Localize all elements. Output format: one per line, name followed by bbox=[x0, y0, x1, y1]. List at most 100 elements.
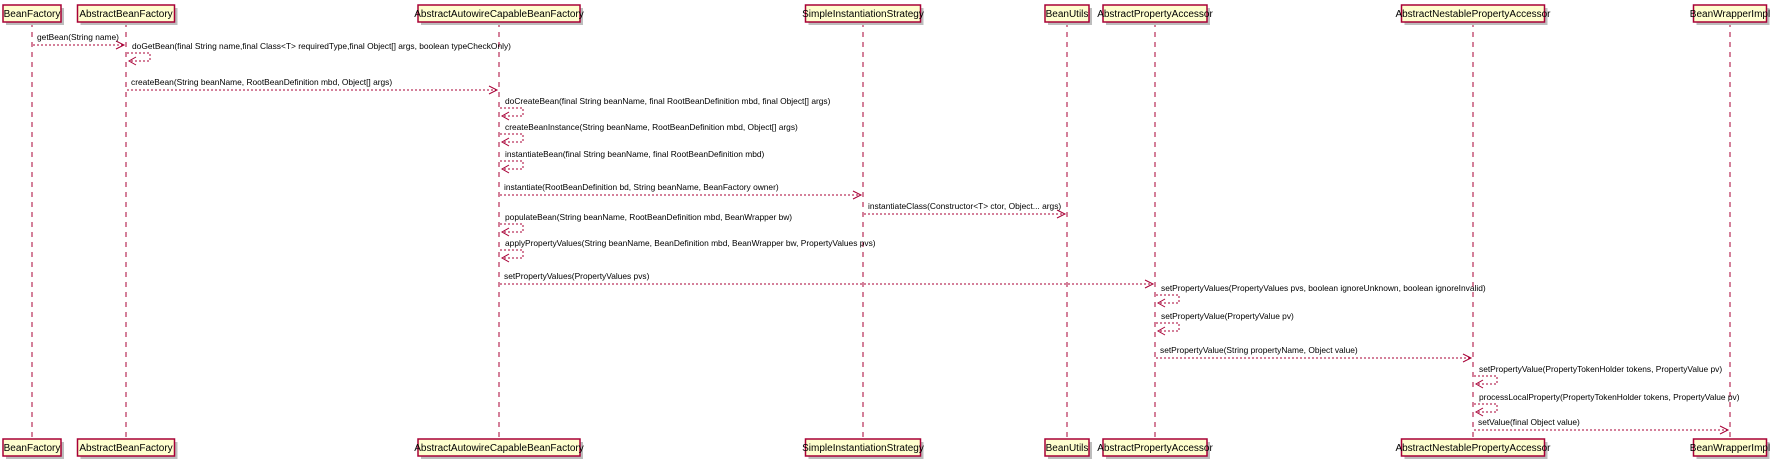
participant-box bbox=[1400, 438, 1546, 457]
participants-top: BeanFactory AbstractBeanFactory AbstractAu… bbox=[2, 4, 1770, 25]
participant-label: AbstractNestablePropertyAccessor bbox=[1395, 443, 1551, 454]
participant-abstractbeanfactory-top: AbstractBeanFactory bbox=[76, 4, 178, 25]
participant-label: AbstractPropertyAccessor bbox=[1097, 443, 1213, 454]
message-label: applyPropertyValues(String beanName, Bea… bbox=[505, 238, 876, 248]
participant-label: BeanFactory bbox=[4, 9, 61, 20]
participant-label: AbstractAutowireCapableBeanFactory bbox=[414, 443, 584, 454]
participant-box bbox=[76, 438, 176, 457]
message-12: setPropertyValue(PropertyValue pv) bbox=[1156, 311, 1294, 336]
message-6: instantiate(RootBeanDefinition bd, Strin… bbox=[500, 182, 863, 200]
participant-label: BeanUtils bbox=[1046, 9, 1089, 20]
participant-label: SimpleInstantiationStrategy bbox=[802, 443, 924, 454]
message-1: doGetBean(final String name,final Class<… bbox=[127, 41, 511, 66]
message-label: setPropertyValue(PropertyValue pv) bbox=[1161, 311, 1294, 321]
message-label: instantiate(RootBeanDefinition bd, Strin… bbox=[504, 182, 779, 192]
participant-abstractpropertyaccessor-bottom: AbstractPropertyAccessor bbox=[1097, 438, 1213, 459]
message-14: setPropertyValue(PropertyTokenHolder tok… bbox=[1474, 364, 1722, 389]
participant-beanwrapperimpl-top: BeanWrapperImpl bbox=[1690, 4, 1770, 25]
participant-beanutils-bottom: BeanUtils bbox=[1044, 438, 1092, 459]
message-label: setPropertyValues(PropertyValues pvs, bo… bbox=[1161, 283, 1486, 293]
arrow-head bbox=[1462, 353, 1473, 363]
participant-box bbox=[1692, 438, 1768, 457]
participant-box bbox=[1102, 4, 1208, 23]
participant-abstractbeanfactory-bottom: AbstractBeanFactory bbox=[76, 438, 178, 459]
message-label: setPropertyValues(PropertyValues pvs) bbox=[504, 271, 650, 281]
message-8: populateBean(String beanName, RootBeanDe… bbox=[500, 212, 792, 237]
self-message-line bbox=[127, 52, 151, 62]
self-message-line bbox=[500, 223, 524, 233]
participant-abstractautowire-top: AbstractAutowireCapableBeanFactory bbox=[414, 4, 584, 25]
participant-label: AbstractBeanFactory bbox=[79, 9, 172, 20]
message-5: instantiateBean(final String beanName, f… bbox=[500, 149, 765, 174]
message-label: setValue(final Object value) bbox=[1478, 417, 1580, 427]
participant-box bbox=[804, 438, 922, 457]
message-label: getBean(String name) bbox=[37, 32, 119, 42]
arrow-head bbox=[500, 164, 510, 174]
arrow-head bbox=[500, 227, 510, 237]
arrow-head bbox=[852, 190, 863, 200]
self-message-line bbox=[500, 160, 524, 170]
participant-label: BeanFactory bbox=[4, 443, 61, 454]
message-16: setValue(final Object value) bbox=[1474, 417, 1730, 435]
self-message-line bbox=[1156, 322, 1180, 332]
message-2: createBean(String beanName, RootBeanDefi… bbox=[127, 77, 499, 95]
arrow-head bbox=[488, 85, 499, 95]
arrow-head bbox=[1156, 298, 1166, 308]
arrow-head bbox=[1156, 326, 1166, 336]
message-4: createBeanInstance(String beanName, Root… bbox=[500, 122, 798, 147]
participant-abstractpropertyaccessor-top: AbstractPropertyAccessor bbox=[1097, 4, 1213, 25]
message-label: doGetBean(final String name,final Class<… bbox=[132, 41, 511, 51]
self-message-line bbox=[500, 133, 524, 143]
message-11: setPropertyValues(PropertyValues pvs, bo… bbox=[1156, 283, 1486, 308]
arrow-head bbox=[115, 40, 126, 50]
participant-box bbox=[804, 4, 922, 23]
arrow-head bbox=[1056, 209, 1067, 219]
participant-label: BeanWrapperImpl bbox=[1690, 9, 1770, 20]
participant-beanfactory-top: BeanFactory bbox=[2, 4, 64, 25]
arrow-head bbox=[1474, 379, 1484, 389]
participant-abstractnestable-top: AbstractNestablePropertyAccessor bbox=[1395, 4, 1551, 25]
message-7: instantiateClass(Constructor<T> ctor, Ob… bbox=[864, 201, 1067, 219]
self-message-line bbox=[500, 107, 524, 117]
participant-beanwrapperimpl-bottom: BeanWrapperImpl bbox=[1690, 438, 1770, 459]
participant-box bbox=[1044, 438, 1090, 457]
participant-label: BeanWrapperImpl bbox=[1690, 443, 1770, 454]
message-label: populateBean(String beanName, RootBeanDe… bbox=[505, 212, 792, 222]
self-message-line bbox=[500, 249, 524, 259]
message-3: doCreateBean(final String beanName, fina… bbox=[500, 96, 831, 121]
self-message-line bbox=[1474, 403, 1498, 413]
arrow-head bbox=[500, 111, 510, 121]
arrow-head bbox=[500, 137, 510, 147]
participant-label: SimpleInstantiationStrategy bbox=[802, 9, 924, 20]
message-label: instantiateBean(final String beanName, f… bbox=[505, 149, 765, 159]
arrow-head bbox=[1474, 407, 1484, 417]
participant-label: AbstractAutowireCapableBeanFactory bbox=[414, 9, 584, 20]
participant-box bbox=[417, 438, 581, 457]
participant-beanfactory-bottom: BeanFactory bbox=[2, 438, 64, 459]
self-message-line bbox=[1474, 375, 1498, 385]
message-10: setPropertyValues(PropertyValues pvs) bbox=[500, 271, 1155, 289]
participants-bottom: BeanFactory AbstractBeanFactory AbstractAu… bbox=[2, 438, 1770, 459]
participant-box bbox=[1044, 4, 1090, 23]
participant-beanutils-top: BeanUtils bbox=[1044, 4, 1092, 25]
participant-simpleinstantiation-bottom: SimpleInstantiationStrategy bbox=[802, 438, 924, 459]
message-13: setPropertyValue(String propertyName, Ob… bbox=[1156, 345, 1473, 363]
messages: getBean(String name) doGetBean(final Stri… bbox=[33, 32, 1740, 435]
message-label: setPropertyValue(String propertyName, Ob… bbox=[1160, 345, 1358, 355]
message-label: setPropertyValue(PropertyTokenHolder tok… bbox=[1479, 364, 1722, 374]
participant-box bbox=[1400, 4, 1546, 23]
message-15: processLocalProperty(PropertyTokenHolder… bbox=[1474, 392, 1740, 417]
participant-box bbox=[417, 4, 581, 23]
arrow-head bbox=[1144, 279, 1155, 289]
participant-box bbox=[1102, 438, 1208, 457]
participant-label: AbstractPropertyAccessor bbox=[1097, 9, 1213, 20]
message-0: getBean(String name) bbox=[33, 32, 126, 50]
arrow-head bbox=[1719, 425, 1730, 435]
message-label: createBean(String beanName, RootBeanDefi… bbox=[131, 77, 392, 87]
participant-simpleinstantiation-top: SimpleInstantiationStrategy bbox=[802, 4, 924, 25]
message-label: createBeanInstance(String beanName, Root… bbox=[505, 122, 798, 132]
participant-abstractnestable-bottom: AbstractNestablePropertyAccessor bbox=[1395, 438, 1551, 459]
message-9: applyPropertyValues(String beanName, Bea… bbox=[500, 238, 876, 263]
participant-box bbox=[2, 4, 62, 23]
